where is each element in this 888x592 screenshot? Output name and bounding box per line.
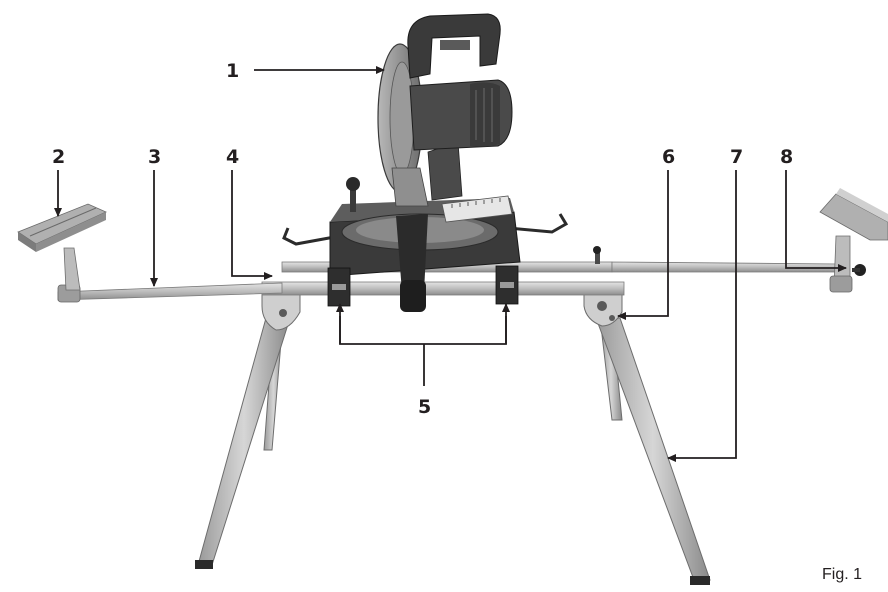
callout-6-label: 6 <box>662 146 675 168</box>
left-foot <box>195 560 213 569</box>
saw-head <box>377 13 513 207</box>
callout-6-arrow <box>617 170 669 320</box>
callout-4-label: 4 <box>226 146 239 168</box>
figure-caption: Fig. 1 <box>821 566 862 583</box>
left-support-roller <box>17 203 107 303</box>
left-extension-rail <box>57 282 283 301</box>
front-right-leg <box>595 317 711 581</box>
callout-4-arrow <box>231 170 273 280</box>
right-foot <box>690 576 710 585</box>
right-support-roller <box>819 188 888 293</box>
callout-3-label: 3 <box>148 146 161 168</box>
callout-7-label: 7 <box>730 146 743 168</box>
saw-handle <box>407 13 501 79</box>
callout-8-label: 8 <box>780 146 793 168</box>
miter-saw-base <box>282 177 569 312</box>
callout-labels: 1 2 3 4 5 6 7 8 <box>52 60 793 418</box>
callout-8-arrow <box>785 170 847 272</box>
main-beam <box>261 281 625 296</box>
callout-arrows <box>54 66 847 462</box>
callout-2-label: 2 <box>52 146 65 168</box>
callout-5-bracket <box>339 316 507 345</box>
callout-1-label: 1 <box>226 60 239 82</box>
right-extension-rail <box>611 261 841 273</box>
callout-5-label: 5 <box>418 396 431 418</box>
callout-7-arrow <box>667 170 737 462</box>
front-left-leg <box>197 317 291 566</box>
leg-brackets <box>261 289 623 331</box>
legs <box>195 317 711 585</box>
